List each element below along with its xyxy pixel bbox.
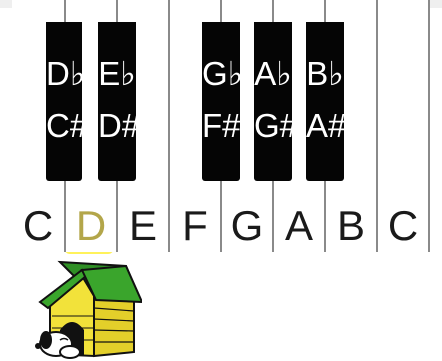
white-key-label: E: [118, 202, 168, 250]
black-key-db-c-sharp[interactable]: D♭ C#: [46, 22, 82, 181]
black-key-gb-f-sharp[interactable]: G♭ F#: [202, 22, 240, 181]
black-key-flat-label: B♭: [306, 56, 344, 92]
black-key-ab-g-sharp[interactable]: A♭ G#: [254, 22, 292, 181]
black-key-flat-label: A♭: [254, 56, 292, 92]
black-key-sharp-label: C#: [46, 108, 82, 144]
doghouse-with-dog-icon: [30, 256, 142, 359]
dog-ear: [40, 331, 52, 349]
house-side: [94, 296, 134, 356]
white-key-label: D: [66, 202, 116, 250]
white-key-label: G: [222, 202, 272, 250]
white-key-label: A: [274, 202, 324, 250]
black-key-sharp-label: F#: [202, 108, 240, 144]
black-key-bb-a-sharp[interactable]: B♭ A#: [306, 22, 344, 181]
dog-paw: [60, 346, 80, 358]
black-key-sharp-label: D#: [98, 108, 136, 144]
dog-nose: [35, 343, 41, 349]
black-key-flat-label: E♭: [98, 56, 136, 92]
white-key-c-high[interactable]: C: [378, 0, 430, 252]
white-key-label: C: [378, 202, 428, 250]
white-key-label: F: [170, 202, 220, 250]
black-key-eb-d-sharp[interactable]: E♭ D#: [98, 22, 136, 181]
black-key-sharp-label: A#: [306, 108, 344, 144]
white-key-label: C: [12, 202, 64, 250]
black-key-sharp-label: G#: [254, 108, 292, 144]
black-key-flat-label: G♭: [202, 56, 240, 92]
piano-keyboard: C D E F G A B C D♭ C# E♭ D#: [0, 0, 442, 256]
white-key-label: B: [326, 202, 376, 250]
black-key-flat-label: D♭: [46, 56, 82, 92]
